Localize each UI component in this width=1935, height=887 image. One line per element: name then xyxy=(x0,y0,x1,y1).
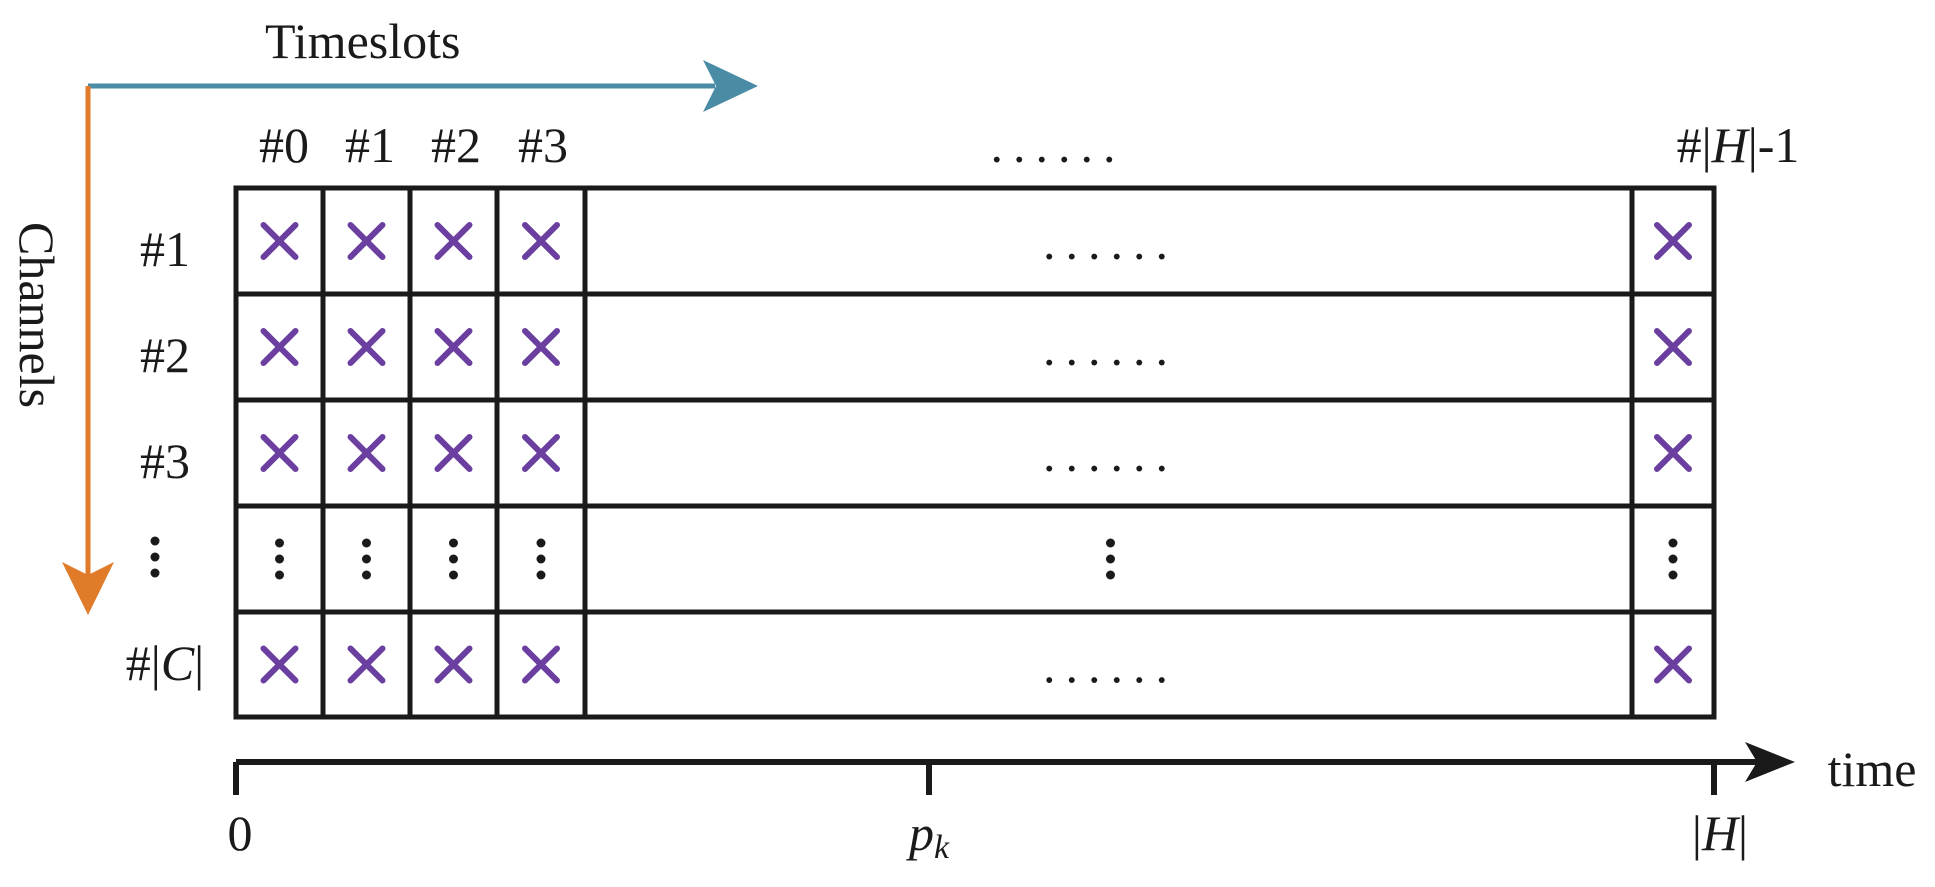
cross-icon xyxy=(260,434,299,472)
cell-vdots xyxy=(449,538,458,580)
cross-icon xyxy=(434,328,473,366)
cross-icon xyxy=(522,328,560,366)
column-label-0: #0 xyxy=(259,117,309,173)
slot-grid: ........................ xyxy=(233,185,1717,720)
cross-icon xyxy=(1654,328,1692,366)
row-ellipsis: ...... xyxy=(1043,638,1178,694)
cross-icon xyxy=(522,222,560,260)
column-label-last: #|H|-1 xyxy=(1677,117,1800,173)
cross-icon xyxy=(522,434,560,472)
row-label-2: #2 xyxy=(140,327,190,383)
cross-icon xyxy=(347,328,386,366)
row-ellipsis: ...... xyxy=(1043,214,1178,270)
column-label-3: #3 xyxy=(518,117,568,173)
time-end-label: |H| xyxy=(1692,805,1748,861)
column-label-2: #2 xyxy=(431,117,481,173)
cross-icon xyxy=(1654,434,1692,472)
timeslots-arrow xyxy=(88,60,758,112)
column-ellipsis: ...... xyxy=(991,117,1126,173)
grid-frame xyxy=(233,185,1717,720)
cross-icon xyxy=(1654,645,1692,684)
channels-arrow xyxy=(62,86,114,615)
cell-vdots xyxy=(362,538,371,580)
cross-icon xyxy=(260,222,299,260)
cross-icon xyxy=(347,222,386,260)
cross-icon xyxy=(522,645,560,684)
row-label-last: #|C| xyxy=(126,635,204,691)
cell-vdots xyxy=(1106,538,1115,580)
cell-vdots xyxy=(536,538,546,580)
cell-vdots xyxy=(275,538,284,580)
cross-icon xyxy=(434,434,473,472)
cross-icon xyxy=(260,328,299,366)
row-label-1: #1 xyxy=(140,221,190,277)
row-ellipsis: ...... xyxy=(1043,320,1178,376)
cross-icon xyxy=(260,645,299,684)
cross-icon xyxy=(434,222,473,260)
time-start-label: 0 xyxy=(228,805,253,861)
time-pk-label: pk xyxy=(906,805,950,866)
cell-vdots xyxy=(1668,538,1678,580)
cross-icon xyxy=(434,645,473,684)
row-label-vdots xyxy=(150,536,160,578)
column-label-1: #1 xyxy=(345,117,395,173)
cross-icon xyxy=(1654,222,1692,260)
time-label: time xyxy=(1828,741,1917,797)
row-ellipsis: ...... xyxy=(1043,426,1178,482)
row-label-3: #3 xyxy=(140,433,190,489)
time-axis xyxy=(233,742,1795,795)
time-arrow-head xyxy=(1745,742,1795,782)
channels-label: Channels xyxy=(9,222,65,408)
cross-icon xyxy=(347,645,386,684)
timeslots-label: Timeslots xyxy=(265,13,460,69)
cross-icon xyxy=(347,434,386,472)
